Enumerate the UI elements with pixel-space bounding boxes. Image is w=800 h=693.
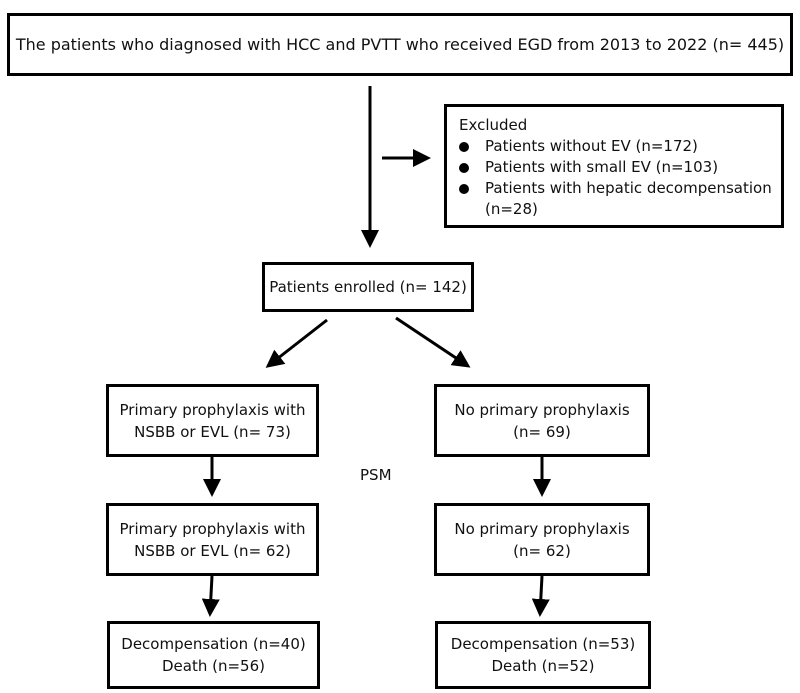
excluded-box: Excluded Patients without EV (n=172) Pat… <box>444 104 784 228</box>
bullet-icon <box>459 184 469 194</box>
left-box-1-line2: NSBB or EVL (n= 73) <box>134 422 291 441</box>
right-box-3-line1: Decompensation (n=53) <box>450 635 636 653</box>
left-box-2-line1: Primary prophylaxis with <box>119 519 306 538</box>
excluded-item: Patients with small EV (n=103) <box>459 157 781 178</box>
excluded-item-text: Patients with small EV (n=103) <box>485 158 719 176</box>
left-box-3: Decompensation (n=40) Death (n=56) <box>107 621 320 689</box>
right-box-2-line2: (n= 62) <box>513 541 571 560</box>
enrolled-box: Patients enrolled (n= 142) <box>262 262 474 312</box>
top-box: The patients who diagnosed with HCC and … <box>7 13 793 76</box>
right-box-3-line2: Death (n=52) <box>491 657 595 675</box>
excluded-item: Patients without EV (n=172) <box>459 136 781 157</box>
left-box-3-line1: Decompensation (n=40) <box>121 635 306 653</box>
arrow-enrolled-to-right <box>395 316 471 368</box>
arrow-enrolled-to-left <box>265 318 328 368</box>
excluded-item-text: Patients without EV (n=172) <box>485 137 698 155</box>
left-box-1-line1: Primary prophylaxis with <box>119 400 306 419</box>
left-box-2: Primary prophylaxis with NSBB or EVL (n=… <box>106 503 319 576</box>
right-box-2: No primary prophylaxis (n= 62) <box>434 503 650 576</box>
left-box-1: Primary prophylaxis with NSBB or EVL (n=… <box>106 384 319 457</box>
excluded-list: Patients without EV (n=172) Patients wit… <box>459 136 781 220</box>
right-box-1-line1: No primary prophylaxis <box>454 400 630 419</box>
right-box-1: No primary prophylaxis (n= 69) <box>434 384 650 457</box>
arrow-left-2-to-3 <box>201 575 220 617</box>
right-box-2-line1: No primary prophylaxis <box>454 519 630 538</box>
excluded-item-text: Patients with hepatic decompensation (n=… <box>485 179 772 218</box>
right-box-1-line2: (n= 69) <box>513 422 571 441</box>
left-box-2-line2: NSBB or EVL (n= 62) <box>134 541 291 560</box>
psm-label: PSM <box>360 466 392 484</box>
left-box-3-line2: Death (n=56) <box>162 657 265 675</box>
arrow-right-2-to-3 <box>531 575 550 617</box>
excluded-item: Patients with hepatic decompensation (n=… <box>459 178 775 220</box>
right-box-3: Decompensation (n=53) Death (n=52) <box>435 621 651 689</box>
excluded-title: Excluded <box>459 116 528 134</box>
top-box-text: The patients who diagnosed with HCC and … <box>15 34 785 54</box>
bullet-icon <box>459 142 469 152</box>
enrolled-text: Patients enrolled (n= 142) <box>269 278 467 296</box>
bullet-icon <box>459 163 469 173</box>
